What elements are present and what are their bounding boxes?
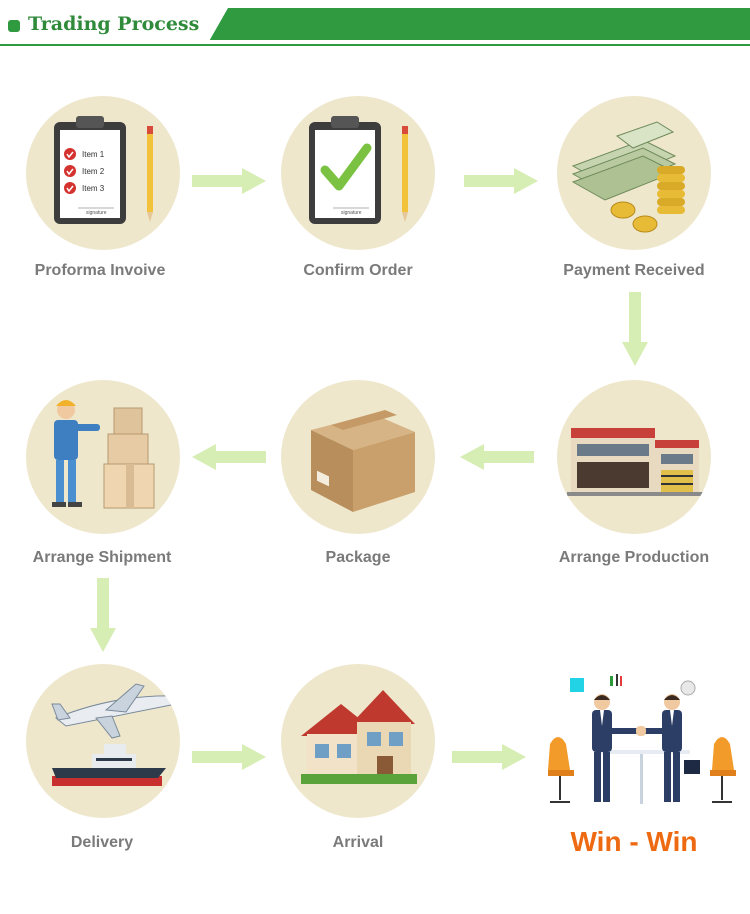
cardboard-box-icon xyxy=(311,410,415,512)
house-icon xyxy=(301,690,417,784)
invoice-item-2: Item 2 xyxy=(82,167,105,176)
plane-ship-icon xyxy=(51,683,180,786)
arrow-package-to-shipment xyxy=(192,444,266,470)
step-delivery xyxy=(26,664,180,818)
arrow-payment-to-production xyxy=(622,292,648,366)
header-banner: Trading Process xyxy=(0,8,750,46)
step-label-package: Package xyxy=(325,549,391,566)
step-arrival xyxy=(281,664,435,818)
invoice-item-1: Item 1 xyxy=(82,150,105,159)
step-label-arrange-production: Arrange Production xyxy=(558,549,710,566)
invoice-item-3: Item 3 xyxy=(82,184,105,193)
step-label-arrange-shipment: Arrange Shipment xyxy=(32,549,172,566)
worker-boxes-icon xyxy=(52,400,155,509)
handshake-icon xyxy=(548,674,736,804)
arrow-production-to-package xyxy=(460,444,534,470)
page-title: Trading Process xyxy=(28,13,200,35)
step-label-arrival: Arrival xyxy=(332,834,384,851)
arrow-shipment-to-delivery xyxy=(90,578,116,652)
factory-icon xyxy=(567,428,703,496)
step-payment-received xyxy=(557,96,711,250)
step-label-proforma-invoice: Proforma Invoive xyxy=(34,262,166,279)
arrow-invoice-to-confirm xyxy=(192,168,266,194)
step-label-win-win: Win - Win xyxy=(570,826,698,857)
step-package xyxy=(281,380,435,534)
confirm-clipboard-icon: signature xyxy=(309,116,408,224)
step-label-confirm-order: Confirm Order xyxy=(303,262,413,279)
win-win-illustration xyxy=(540,670,740,810)
invoice-signature: signature xyxy=(86,210,107,216)
arrow-delivery-to-arrival xyxy=(192,744,266,770)
invoice-clipboard-icon: Item 1 Item 2 Item 3 signature xyxy=(54,116,153,224)
arrow-arrival-to-win-win xyxy=(452,744,526,770)
money-stack-icon xyxy=(571,121,685,233)
step-arrange-shipment xyxy=(26,380,180,534)
step-label-payment-received: Payment Received xyxy=(563,262,705,279)
step-label-delivery: Delivery xyxy=(70,834,134,851)
header-tab xyxy=(0,8,228,40)
header-bullet-icon xyxy=(8,20,20,32)
arrow-confirm-to-payment xyxy=(464,168,538,194)
step-proforma-invoice: Item 1 Item 2 Item 3 signature xyxy=(26,96,180,250)
step-arrange-production xyxy=(557,380,711,534)
confirm-signature: signature xyxy=(341,210,362,216)
step-confirm-order: signature xyxy=(281,96,435,250)
header-underline xyxy=(0,44,750,46)
